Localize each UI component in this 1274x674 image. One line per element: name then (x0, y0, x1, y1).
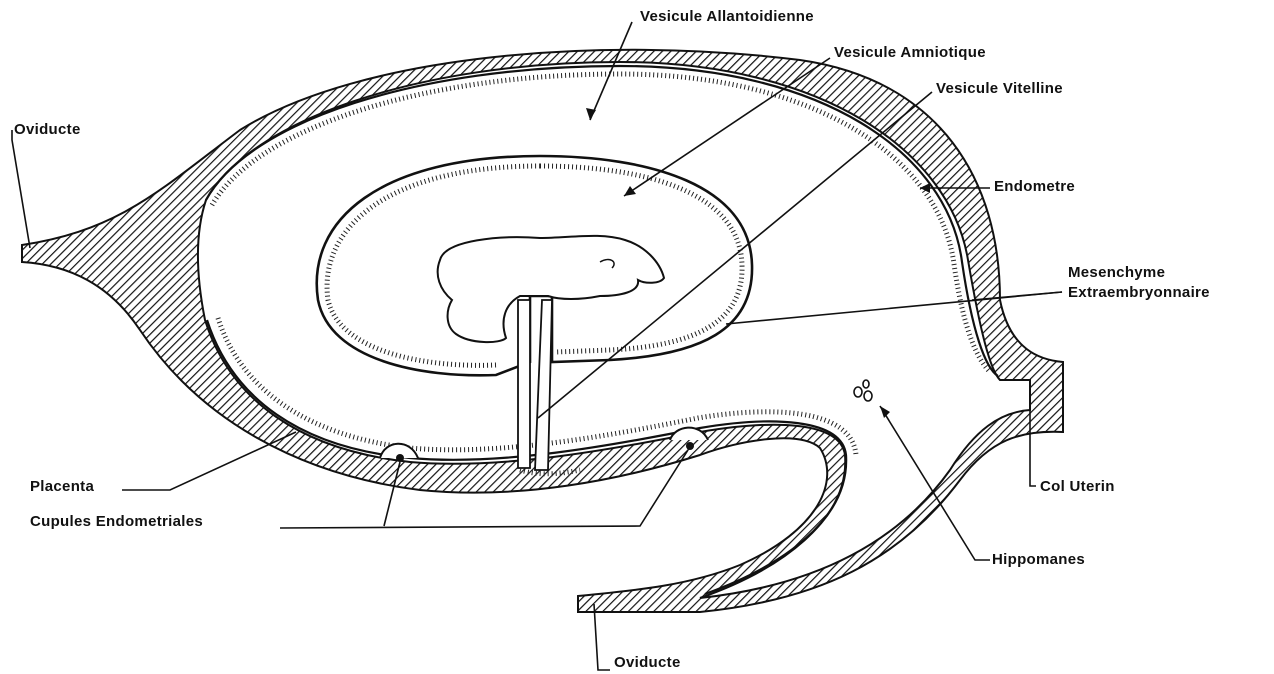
label-col-uterin: Col Uterin (1040, 478, 1115, 495)
label-oviducte-bottom: Oviducte (614, 654, 681, 671)
label-mesenchyme-line1: Mesenchyme (1068, 264, 1165, 281)
label-vesicule-vitelline: Vesicule Vitelline (936, 80, 1063, 97)
label-endometre: Endometre (994, 178, 1075, 195)
label-placenta: Placenta (30, 478, 94, 495)
label-cupules-endometriales: Cupules Endometriales (30, 513, 203, 530)
label-mesenchyme-line2: Extraembryonnaire (1068, 284, 1210, 301)
hippomanes-shapes (854, 380, 872, 401)
umbilical-cord (518, 300, 580, 474)
allantoic-membrane (206, 66, 998, 594)
label-vesicule-amniotique: Vesicule Amniotique (834, 44, 986, 61)
label-hippomanes: Hippomanes (992, 551, 1085, 568)
label-oviducte-left: Oviducte (14, 121, 81, 138)
label-vesicule-allantoidienne: Vesicule Allantoidienne (640, 8, 814, 25)
